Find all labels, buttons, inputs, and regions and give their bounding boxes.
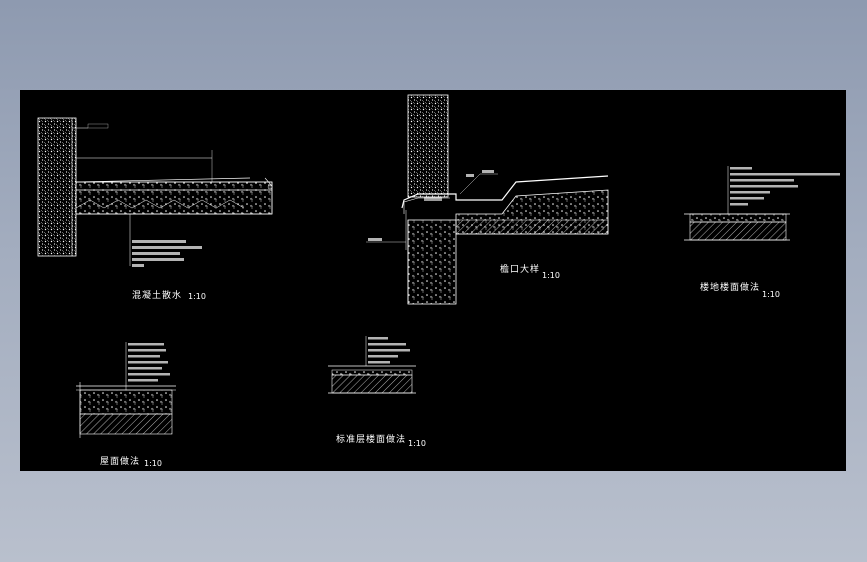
detail-roof: 屋面做法 1:10 xyxy=(76,342,176,468)
detail-2-scale: 1:10 xyxy=(542,271,560,280)
detail-5-title: 标准层楼面做法 xyxy=(336,433,406,445)
cad-drawing-viewport[interactable]: 混凝土散水 1:10 檐口大样 1:10 楼地楼面做法 xyxy=(20,90,846,471)
detail-1-scale: 1:10 xyxy=(188,292,206,301)
detail-waterproof-floor: 楼地楼面做法 1:10 xyxy=(684,166,840,299)
cad-drawing: 混凝土散水 1:10 檐口大样 1:10 楼地楼面做法 xyxy=(37,94,840,468)
detail-4-scale: 1:10 xyxy=(144,459,162,468)
detail-standard-floor: 标准层楼面做法 1:10 xyxy=(328,336,426,448)
detail-concrete-apron: 混凝土散水 1:10 xyxy=(37,117,273,301)
detail-4-title: 屋面做法 xyxy=(100,455,140,467)
detail-1-title: 混凝土散水 xyxy=(132,289,182,301)
detail-5-scale: 1:10 xyxy=(408,439,426,448)
detail-3-scale: 1:10 xyxy=(762,290,780,299)
detail-eave-step: 檐口大样 1:10 xyxy=(366,94,609,305)
detail-3-title: 楼地楼面做法 xyxy=(700,281,760,293)
detail-2-title: 檐口大样 xyxy=(500,263,540,275)
